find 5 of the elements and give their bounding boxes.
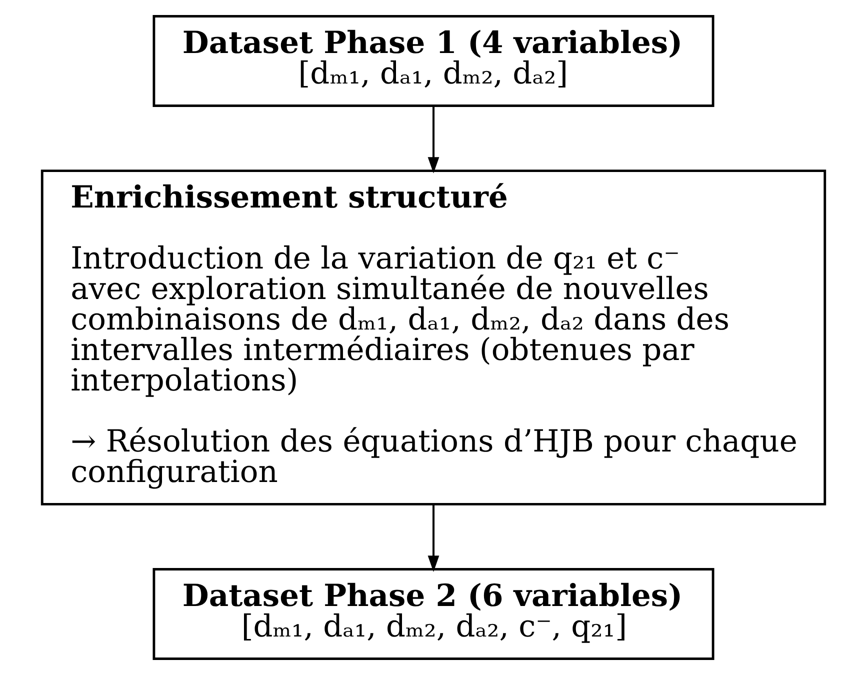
arrow	[428, 106, 440, 174]
arrow	[428, 504, 440, 572]
node-box: Dataset Phase 2 (6 variables) [dₘ₁, dₐ₁, dₘ₂, dₐ₂, c⁻, q₂₁]	[152, 568, 714, 660]
node-box: Enrichissement structuré Introduction de la variation de q₂₁ et c⁻ avec exploration simultanée de nouvelles combinaisons de dₘ₁, dₐ₁, dₘ₂, dₐ₂ dans des intervalles intermédiaires (obtenues par interpolations) → Résolution des équations d’HJB pour chaque configuration	[40, 170, 826, 506]
node-box: Dataset Phase 1 (4 variables) [dₘ₁, dₐ₁, dₘ₂, dₐ₂]	[152, 15, 714, 107]
